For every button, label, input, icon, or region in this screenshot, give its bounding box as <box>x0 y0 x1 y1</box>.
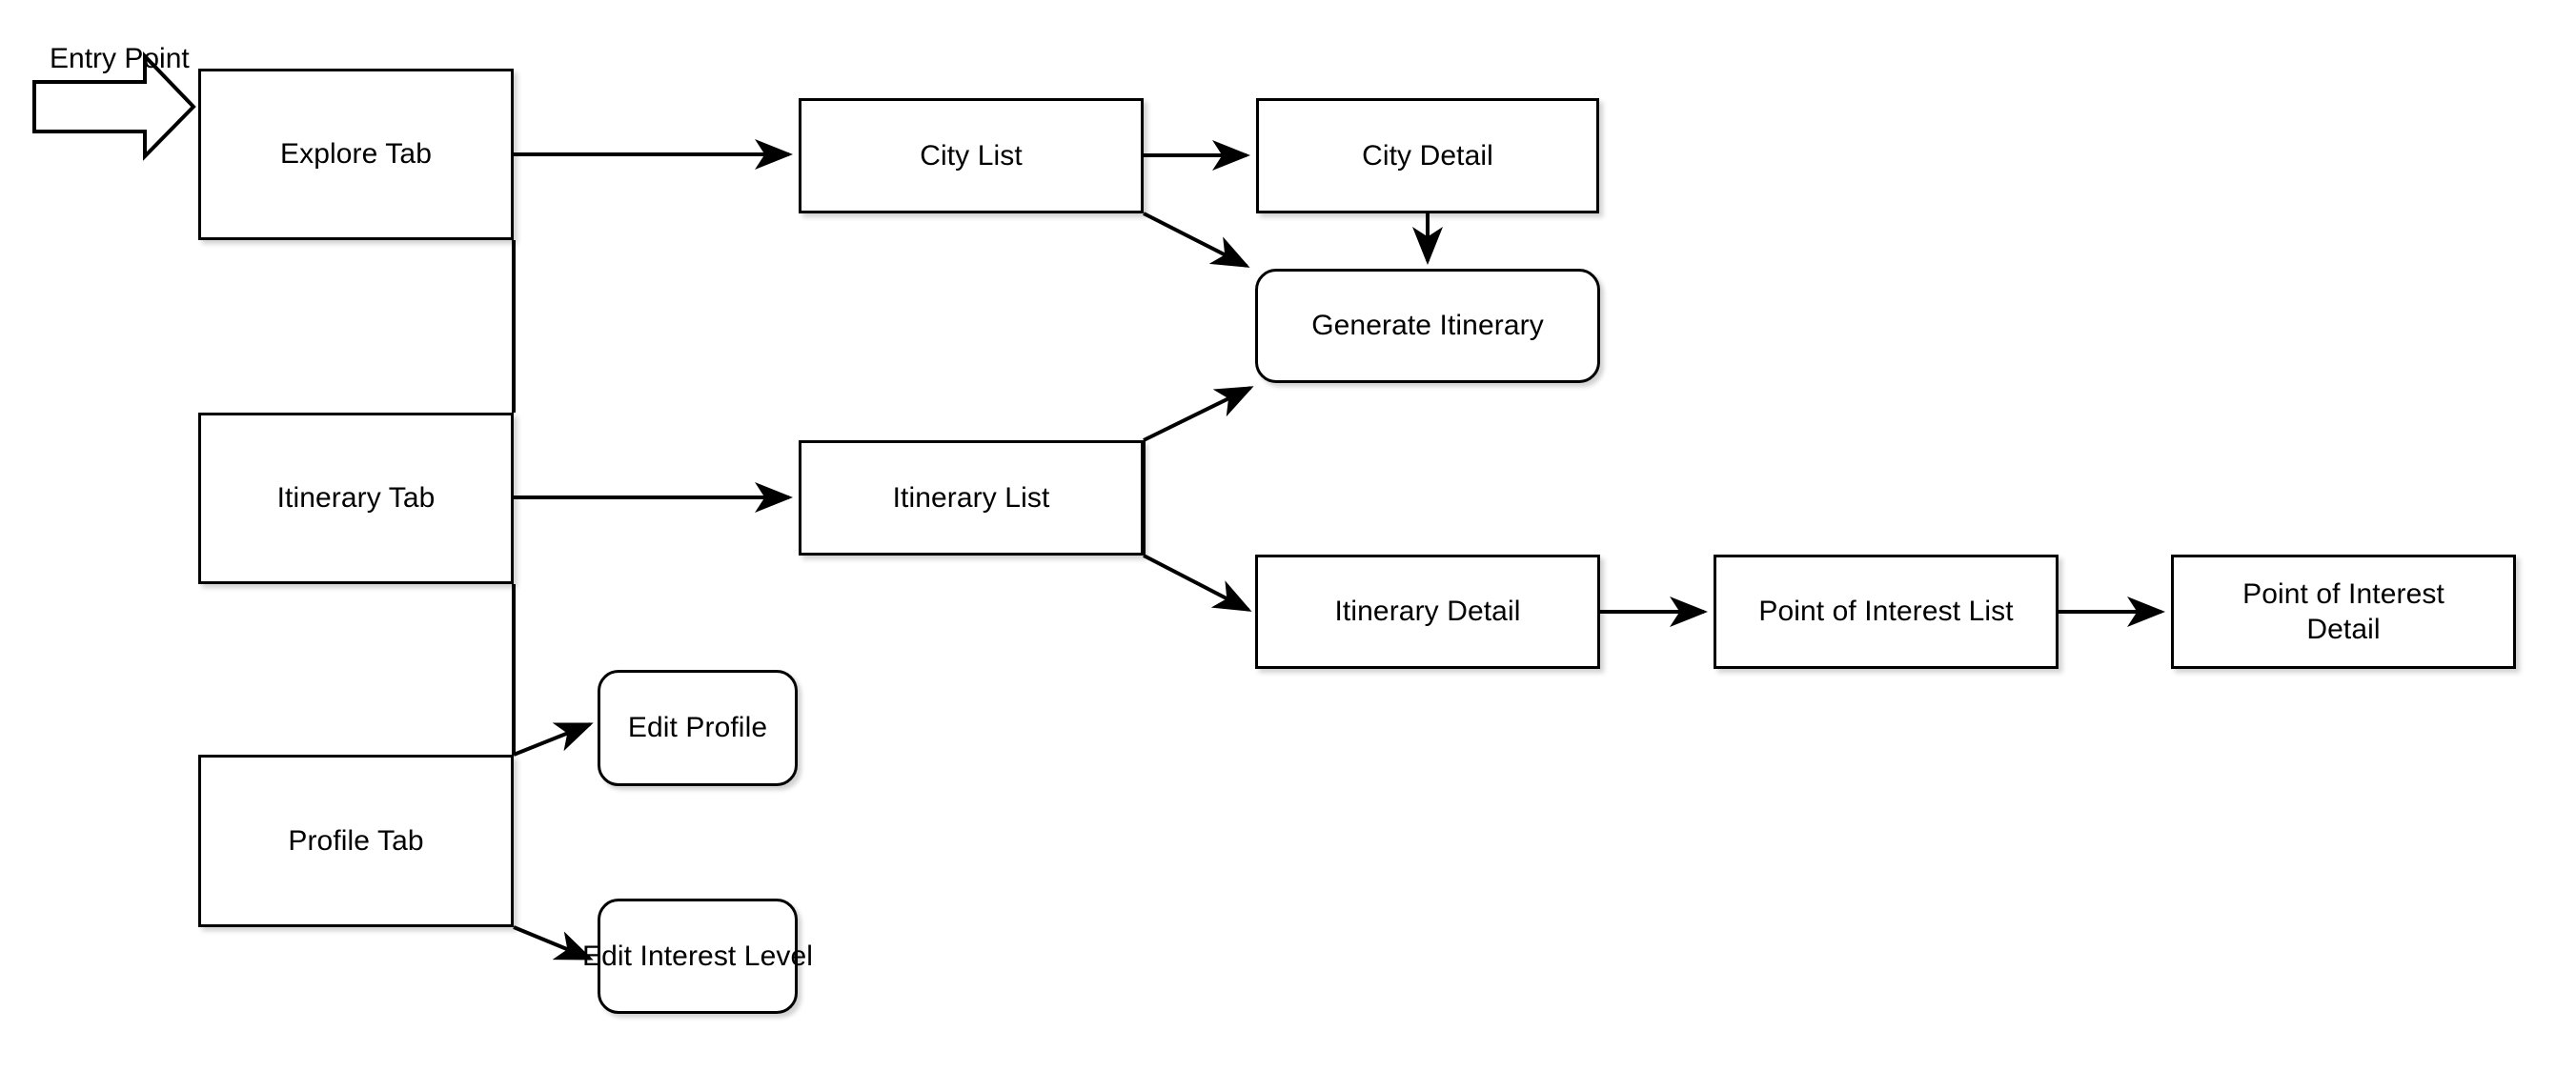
node-label: Point of Interest List <box>1758 596 2014 628</box>
node-explore-tab[interactable]: Explore Tab <box>198 69 514 240</box>
node-label: Itinerary Detail <box>1334 596 1521 628</box>
node-itinerary-list[interactable]: Itinerary List <box>799 440 1144 556</box>
node-itinerary-tab[interactable]: Itinerary Tab <box>198 413 514 584</box>
node-label: City List <box>920 139 1023 172</box>
node-itinerary-detail[interactable]: Itinerary Detail <box>1255 555 1600 669</box>
node-label: Edit Interest Level <box>581 940 814 972</box>
node-profile-tab[interactable]: Profile Tab <box>198 755 514 927</box>
entry-point-label: Entry Point <box>50 43 190 74</box>
node-label: Edit Profile <box>627 712 768 744</box>
node-poi-list[interactable]: Point of Interest List <box>1714 555 2059 669</box>
edge-profile-tab-to-edit-profile <box>513 722 594 757</box>
node-label: Profile Tab <box>288 824 424 857</box>
node-label: Itinerary List <box>892 481 1050 514</box>
node-edit-interest-level[interactable]: Edit Interest Level <box>582 899 813 1014</box>
node-city-list[interactable]: City List <box>799 98 1144 213</box>
node-label: Generate Itinerary <box>1311 310 1544 342</box>
node-edit-profile[interactable]: Edit Profile <box>598 670 798 786</box>
node-label: Itinerary Tab <box>276 482 436 515</box>
edge-itinerary-list-to-itinerary-detail <box>1143 554 1252 612</box>
edge-city-list-to-generate-itinerary <box>1143 212 1250 268</box>
edge-itinerary-list-to-generate-itinerary <box>1143 386 1254 442</box>
node-poi-detail[interactable]: Point of Interest Detail <box>2171 555 2516 669</box>
node-generate-itinerary[interactable]: Generate Itinerary <box>1255 269 1600 383</box>
node-label: Point of Interest Detail <box>2242 577 2444 646</box>
node-city-detail[interactable]: City Detail <box>1256 98 1599 213</box>
node-label: City Detail <box>1362 139 1493 172</box>
node-label: Explore Tab <box>280 138 432 171</box>
